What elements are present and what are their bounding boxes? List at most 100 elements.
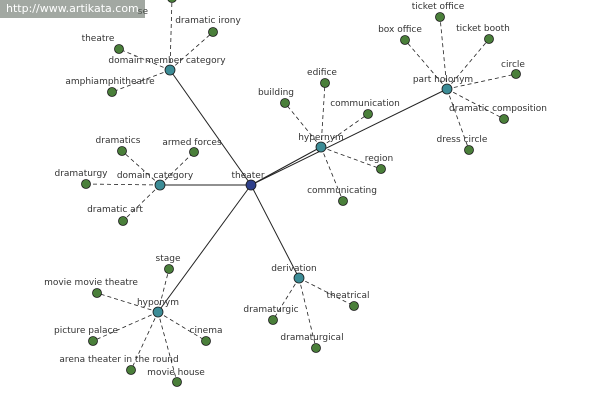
hub-label-domain-member-category[interactable]: domain member category: [108, 56, 226, 66]
leaf-label-dramaturgical[interactable]: dramaturgical: [280, 333, 343, 343]
edge-hypernym-region: [320, 146, 382, 170]
edge-theater-domain-member-category: [169, 69, 252, 186]
leaf-node-edifice[interactable]: [320, 78, 330, 88]
leaf-node-communication[interactable]: [363, 109, 373, 119]
leaf-node-dramaturgic[interactable]: [268, 315, 278, 325]
edge-part-holonym-circle: [446, 73, 517, 90]
leaf-label-dramatic-irony[interactable]: dramatic irony: [175, 16, 241, 26]
leaf-label-ticket-booth[interactable]: ticket booth: [456, 24, 510, 34]
leaf-node-region[interactable]: [376, 164, 386, 174]
leaf-label-theatre[interactable]: theatre: [82, 34, 115, 44]
edge-hypernym-communicating: [320, 146, 344, 202]
leaf-label-picture-palace[interactable]: picture palace: [54, 326, 118, 336]
hub-node-hypernym[interactable]: [315, 141, 327, 153]
leaf-node-dramaturgy[interactable]: [81, 179, 91, 189]
leaf-label-cinema[interactable]: cinema: [190, 326, 223, 336]
leaf-node-dramatic-art[interactable]: [118, 216, 128, 226]
leaf-node-dramaturgical[interactable]: [311, 343, 321, 353]
leaf-label-dramatic-art[interactable]: dramatic art: [87, 205, 143, 215]
leaf-node-ticket-office[interactable]: [435, 12, 445, 22]
edge-part-holonym-box-office: [404, 39, 448, 90]
edge-domain-member-category-se: [169, 0, 173, 71]
hub-label-domain-category[interactable]: domain category: [117, 171, 194, 181]
leaf-node-movie-movie-theatre[interactable]: [92, 288, 102, 298]
edge-derivation-dramaturgical: [298, 277, 317, 349]
hub-label-part-holonym[interactable]: part holonym: [413, 75, 473, 85]
edge-domain-member-category-amphiamphitheatre: [111, 69, 171, 93]
edge-hyponym-movie-house: [157, 311, 178, 383]
edge-domain-category-armed-forces: [159, 151, 195, 186]
center-label-theater[interactable]: theater: [231, 171, 264, 181]
edge-domain-member-category-dramatic-irony: [169, 31, 214, 71]
leaf-node-ticket-booth[interactable]: [484, 34, 494, 44]
leaf-label-ticket-office[interactable]: ticket office: [412, 2, 465, 12]
leaf-node-theatrical[interactable]: [349, 301, 359, 311]
leaf-node-amphiamphitheatre[interactable]: [107, 87, 117, 97]
edge-theater-hyponym: [157, 184, 252, 313]
edge-domain-category-dramaturgy: [85, 183, 161, 186]
leaf-label-arena-theater-in-the-round[interactable]: arena theater in the round: [59, 355, 178, 365]
edge-hyponym-movie-movie-theatre: [96, 292, 159, 313]
leaf-label-dramatic-composition[interactable]: dramatic composition: [449, 104, 547, 114]
leaf-node-arena-theater-in-the-round[interactable]: [126, 365, 136, 375]
leaf-label-dramatics[interactable]: dramatics: [96, 136, 141, 146]
leaf-label-circle[interactable]: circle: [501, 60, 525, 70]
leaf-node-se[interactable]: [167, 0, 177, 3]
edge-hyponym-cinema: [157, 311, 207, 342]
edge-hyponym-arena-theater-in-the-round: [130, 311, 159, 371]
leaf-label-dress-circle[interactable]: dress circle: [437, 135, 488, 145]
leaf-label-communicating[interactable]: communicating: [307, 186, 377, 196]
edge-hypernym-edifice: [320, 82, 326, 148]
leaf-label-movie-house[interactable]: movie house: [147, 368, 205, 378]
center-node-theater[interactable]: [245, 179, 257, 191]
leaf-label-stage[interactable]: stage: [156, 254, 181, 264]
edge-part-holonym-ticket-booth: [446, 38, 490, 90]
leaf-node-building[interactable]: [280, 98, 290, 108]
edge-domain-category-dramatic-art: [122, 184, 161, 222]
leaf-label-building[interactable]: building: [258, 88, 294, 98]
hub-node-domain-category[interactable]: [154, 179, 166, 191]
hub-label-derivation[interactable]: derivation: [271, 264, 317, 274]
leaf-label-region[interactable]: region: [365, 154, 393, 164]
leaf-node-theatre[interactable]: [114, 44, 124, 54]
hub-node-derivation[interactable]: [293, 272, 305, 284]
leaf-node-dress-circle[interactable]: [464, 145, 474, 155]
edge-theater-derivation: [250, 184, 300, 279]
leaf-label-amphiamphitheatre[interactable]: amphiamphitheatre: [65, 77, 155, 87]
edge-hypernym-building: [284, 102, 322, 148]
leaf-node-stage[interactable]: [164, 264, 174, 274]
edge-hyponym-stage: [157, 268, 170, 313]
leaf-node-communicating[interactable]: [338, 196, 348, 206]
hub-label-hypernym[interactable]: hypernym: [298, 133, 344, 143]
hub-node-domain-member-category[interactable]: [164, 64, 176, 76]
leaf-node-armed-forces[interactable]: [189, 147, 199, 157]
leaf-node-movie-house[interactable]: [172, 377, 182, 387]
leaf-label-box-office[interactable]: box office: [378, 25, 422, 35]
edge-part-holonym-ticket-office: [439, 16, 448, 90]
edge-hyponym-picture-palace: [92, 311, 159, 342]
site-url-banner[interactable]: http://www.artikata.com: [0, 0, 145, 18]
leaf-node-circle[interactable]: [511, 69, 521, 79]
leaf-node-dramatics[interactable]: [117, 146, 127, 156]
leaf-label-movie-movie-theatre[interactable]: movie movie theatre: [44, 278, 138, 288]
leaf-label-edifice[interactable]: edifice: [307, 68, 337, 78]
edge-derivation-dramaturgic: [272, 277, 300, 321]
edge-theater-part-holonym: [250, 88, 448, 186]
edge-part-holonym-dress-circle: [446, 88, 470, 151]
leaf-label-communication[interactable]: communication: [330, 99, 400, 109]
hub-node-hyponym[interactable]: [152, 306, 164, 318]
edge-part-holonym-dramatic-composition: [446, 88, 505, 120]
leaf-label-dramaturgic[interactable]: dramaturgic: [243, 305, 298, 315]
edge-domain-category-dramatics: [121, 150, 161, 186]
leaf-node-picture-palace[interactable]: [88, 336, 98, 346]
leaf-label-armed-forces[interactable]: armed forces: [162, 138, 222, 148]
leaf-node-cinema[interactable]: [201, 336, 211, 346]
hub-node-part-holonym[interactable]: [441, 83, 453, 95]
hub-label-hyponym[interactable]: hyponym: [137, 298, 179, 308]
leaf-node-dramatic-composition[interactable]: [499, 114, 509, 124]
leaf-node-box-office[interactable]: [400, 35, 410, 45]
leaf-label-dramaturgy[interactable]: dramaturgy: [54, 169, 108, 179]
leaf-node-dramatic-irony[interactable]: [208, 27, 218, 37]
leaf-label-theatrical[interactable]: theatrical: [327, 291, 370, 301]
